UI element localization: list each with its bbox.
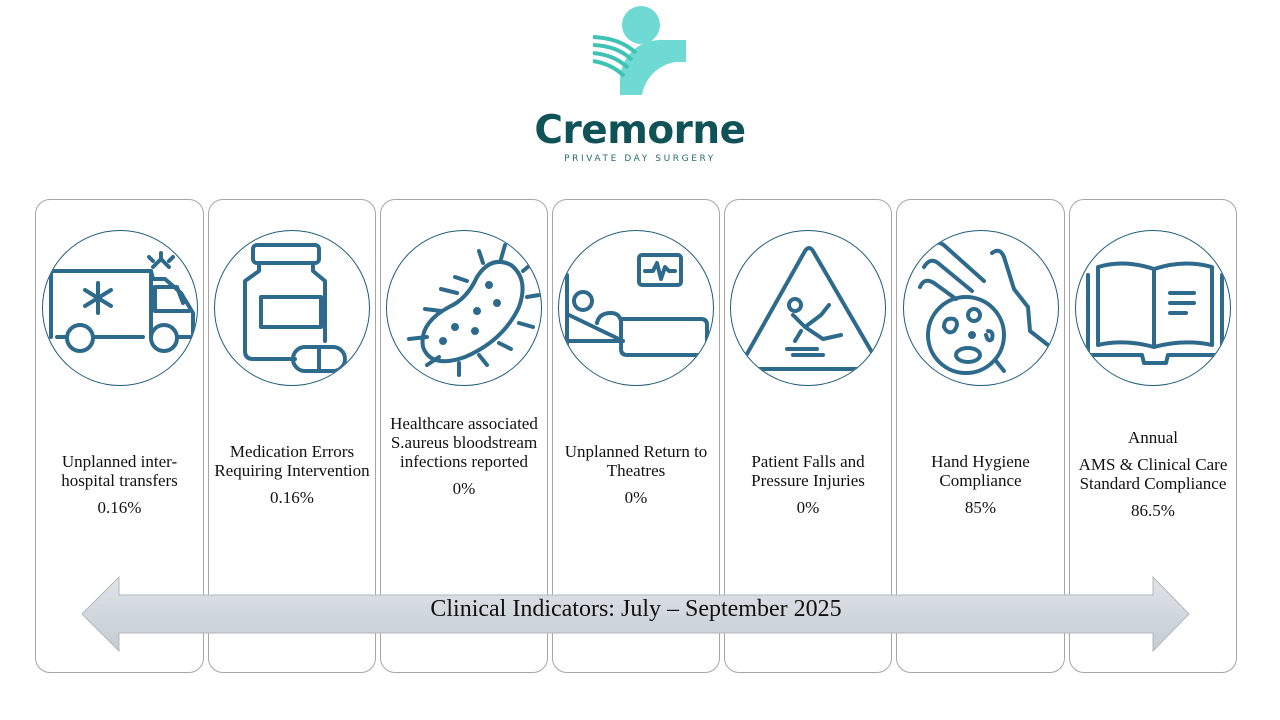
indicator-card-falls: Patient Falls and Pressure Injuries 0% xyxy=(724,199,892,673)
indicator-title: Unplanned Return to Theatres xyxy=(564,442,708,480)
indicator-title-prefix: Annual xyxy=(1127,428,1179,447)
indicator-value: 86.5% xyxy=(1131,501,1175,520)
indicator-title: Unplanned inter-hospital transfers xyxy=(61,452,178,490)
indicator-label: Unplanned inter-hospital transfers 0.16% xyxy=(40,452,199,517)
icon-circle xyxy=(903,230,1059,386)
icon-circle xyxy=(1075,230,1231,386)
indicator-value: 0% xyxy=(624,488,648,507)
icon-circle xyxy=(558,230,714,386)
indicator-label: Patient Falls and Pressure Injuries 0% xyxy=(729,452,887,517)
icon-circle xyxy=(42,230,198,386)
hand-germs-icon xyxy=(918,240,1050,375)
indicator-title: AMS & Clinical Care Standard Compliance xyxy=(1078,455,1228,493)
slip-hazard-icon xyxy=(733,246,885,371)
bacteria-icon xyxy=(407,243,541,377)
hospital-bed-icon xyxy=(565,253,709,357)
indicator-card-infections: Healthcare associated S.aureus bloodstre… xyxy=(380,199,548,673)
logo-mark-icon xyxy=(592,6,686,95)
period-title: Clinical Indicators: July – September 20… xyxy=(430,596,842,622)
indicator-value: 0% xyxy=(796,498,820,517)
indicator-value: 0.16% xyxy=(270,488,314,507)
open-book-icon xyxy=(1086,261,1224,365)
indicator-card-hand-hygiene: Hand Hygiene Compliance 85% xyxy=(896,199,1065,673)
indicator-label: Annual AMS & Clinical Care Standard Comp… xyxy=(1074,428,1232,520)
ambulance-icon xyxy=(49,251,195,353)
double-arrow-icon xyxy=(82,576,1190,652)
indicator-title: Medication Errors Requiring Intervention xyxy=(214,442,370,480)
brand-subtitle: PRIVATE DAY SURGERY xyxy=(564,154,716,164)
indicator-card-transfers: Unplanned inter-hospital transfers 0.16% xyxy=(35,199,204,673)
icon-circle xyxy=(730,230,886,386)
indicator-title: Healthcare associated S.aureus bloodstre… xyxy=(390,414,538,471)
indicator-card-return-theatres: Unplanned Return to Theatres 0% xyxy=(552,199,720,673)
brand-name: Cremorne xyxy=(534,108,746,153)
indicator-label: Hand Hygiene Compliance 85% xyxy=(901,452,1060,517)
indicator-label: Healthcare associated S.aureus bloodstre… xyxy=(385,414,543,498)
indicator-label: Unplanned Return to Theatres 0% xyxy=(557,442,715,507)
indicator-card-medication-errors: Medication Errors Requiring Intervention… xyxy=(208,199,376,673)
indicator-title: Hand Hygiene Compliance xyxy=(931,452,1030,490)
icon-circle xyxy=(214,230,370,386)
indicator-value: 85% xyxy=(964,498,997,517)
icon-circle xyxy=(386,230,542,386)
indicator-label: Medication Errors Requiring Intervention… xyxy=(213,442,371,507)
medication-bottle-icon xyxy=(243,243,347,373)
indicator-title: Patient Falls and Pressure Injuries xyxy=(751,452,865,490)
indicator-value: 0.16% xyxy=(97,498,142,517)
indicator-value: 0% xyxy=(452,479,476,498)
